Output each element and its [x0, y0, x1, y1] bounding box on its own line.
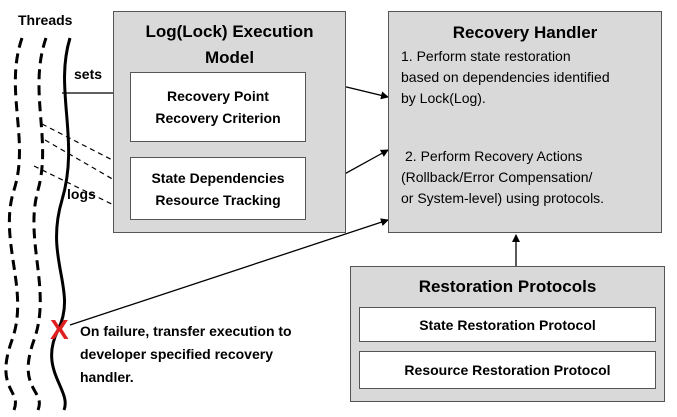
recovery-step-1-line-2: based on dependencies identified [401, 69, 610, 85]
failure-to-handler-arrow [69, 218, 389, 326]
recovery-handler-title: Recovery Handler [452, 23, 598, 42]
failure-text-line-3: handler. [80, 369, 134, 385]
recovery-point-line-1: Recovery Point [167, 88, 269, 104]
state-restoration-protocol-box: State Restoration Protocol [359, 307, 656, 342]
failure-text: On failure, transfer execution to develo… [80, 320, 292, 389]
execution-model-title-line-1: Log(Lock) Execution [145, 22, 314, 41]
execution-model-title: Log(Lock) Execution Model [114, 19, 345, 71]
failure-text-line-1: On failure, transfer execution to [80, 323, 292, 339]
recovery-point-box: Recovery Point Recovery Criterion [130, 72, 306, 142]
state-dependencies-box: State Dependencies Resource Tracking [130, 157, 306, 220]
recovery-handler-box: Recovery Handler 1. Perform state restor… [388, 11, 662, 233]
restoration-protocols-box: Restoration Protocols State Restoration … [350, 266, 665, 402]
logs-label: logs [67, 186, 96, 202]
state-dependencies-line-1: State Dependencies [151, 169, 285, 186]
recovery-step-2-line-1: 2. Perform Recovery Actions [405, 148, 583, 164]
recovery-step-1-line-1: 1. Perform state restoration [401, 48, 571, 64]
thread-line-solid [50, 37, 72, 411]
failure-text-line-2: developer specified recovery [80, 346, 273, 362]
logs-arrow-1 [41, 123, 129, 169]
state-dependencies-line-2: Resource Tracking [155, 191, 281, 208]
sets-label: sets [74, 66, 103, 82]
failure-x-marker: X [50, 314, 69, 345]
execution-model-box: Log(Lock) Execution Model Recovery Point… [113, 11, 346, 233]
resource-restoration-protocol-box: Resource Restoration Protocol [359, 351, 656, 389]
thread-line-dashed-2 [26, 37, 48, 411]
threads-label: Threads [18, 12, 73, 28]
recovery-step-2-line-2: (Rollback/Error Compensation/ [401, 169, 593, 185]
thread-line-dashed-1 [4, 37, 24, 411]
recovery-point-line-2: Recovery Criterion [155, 110, 281, 126]
execution-model-title-line-2: Model [204, 48, 255, 67]
restoration-protocols-title: Restoration Protocols [418, 277, 597, 296]
recovery-step-1: 1. Perform state restoration based on de… [401, 46, 610, 109]
recovery-step-1-line-3: by Lock(Log). [401, 90, 486, 106]
recovery-step-2: 2. Perform Recovery Actions (Rollback/Er… [401, 146, 604, 209]
logs-arrow-2 [44, 139, 129, 189]
recovery-step-2-line-3: or System-level) using protocols. [401, 190, 605, 206]
